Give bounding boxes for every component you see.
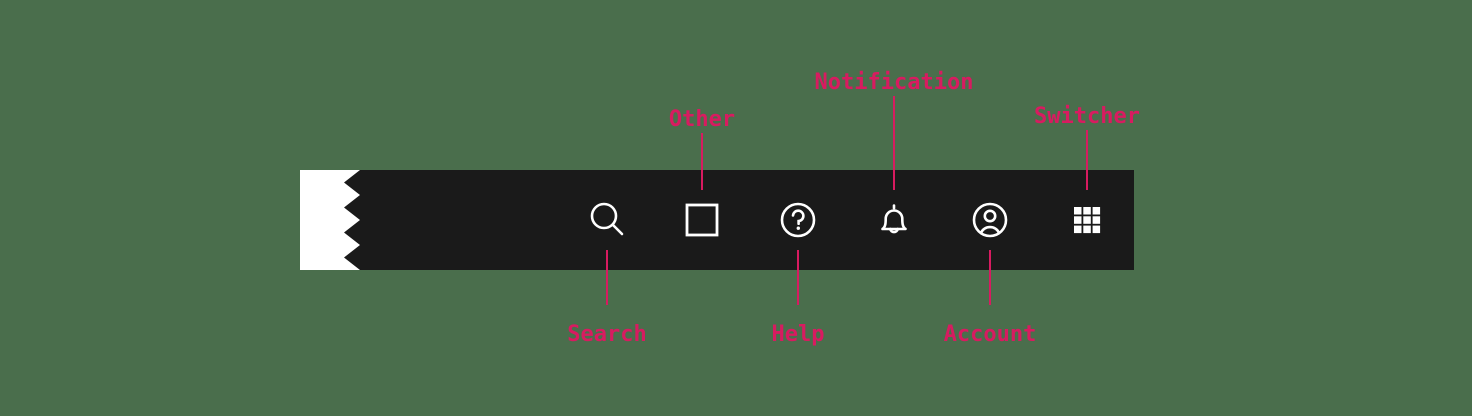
leader-line-other <box>701 133 703 190</box>
leader-line-notification <box>893 96 895 190</box>
annotation-label-help: Help <box>771 322 825 347</box>
leader-line-account <box>989 250 991 305</box>
help-icon[interactable] <box>770 192 826 248</box>
notification-icon[interactable] <box>866 192 922 248</box>
switcher-icon[interactable] <box>1059 192 1115 248</box>
annotation-label-other: Other <box>668 107 736 132</box>
annotation-label-search: Search <box>567 322 647 347</box>
annotation-label-account: Account <box>943 322 1037 347</box>
annotation-label-notification: Notification <box>814 70 974 95</box>
account-icon[interactable] <box>962 192 1018 248</box>
leader-line-switcher <box>1086 130 1088 190</box>
leader-line-search <box>606 250 608 305</box>
torn-paper-edge <box>300 170 362 270</box>
search-icon[interactable] <box>579 192 635 248</box>
leader-line-help <box>797 250 799 305</box>
app-bar-icon-row <box>300 170 1134 270</box>
annotation-label-switcher: Switcher <box>1034 104 1140 129</box>
other-square-icon[interactable] <box>674 192 730 248</box>
